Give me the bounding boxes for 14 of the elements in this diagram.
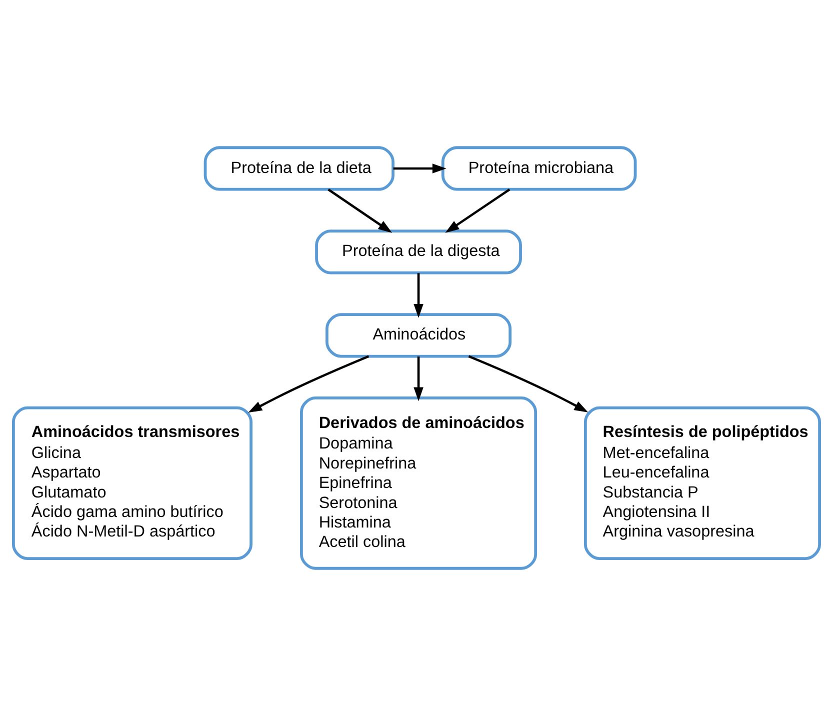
node-box: Proteína de la dieta [204, 146, 394, 190]
arrow [328, 188, 392, 232]
node-box: Proteína microbiana [441, 146, 637, 190]
arrow [414, 272, 424, 318]
arrow [414, 356, 424, 401]
arrow [248, 354, 370, 412]
arrow [468, 354, 588, 412]
arrow [445, 188, 510, 232]
node-box: Resíntesis de polipéptidos Met-encefalina Leu-encefalina Substancia P Angiotensina II Arginina vasopresina [584, 406, 821, 560]
node-box: Aminoácidos transmisores Glicina Aspartato Glutamato Ácido gama amino butírico Ácido N-Metil-D aspártico [12, 406, 252, 560]
arrow [393, 163, 446, 173]
node-box: Derivados de aminoácidos Dopamina Norepinefrina Epinefrina Serotonina Histamina Acetil colina [300, 396, 538, 570]
node-box: Aminoácidos [326, 312, 512, 358]
node-box: Proteína de la digesta [315, 229, 522, 274]
